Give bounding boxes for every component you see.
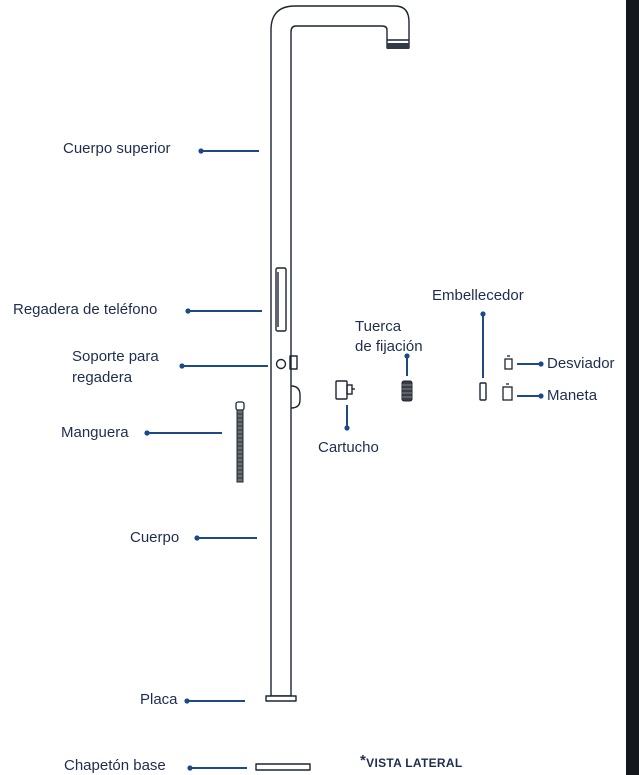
- label-placa: Placa: [140, 691, 178, 708]
- label-embellecedor: Embellecedor: [432, 287, 524, 304]
- placa-part: [265, 695, 297, 702]
- label-desviador: Desviador: [547, 355, 615, 372]
- label-cartucho: Cartucho: [318, 439, 379, 456]
- label-cuerpo-superior: Cuerpo superior: [63, 140, 171, 157]
- embellecedor-part: [479, 382, 487, 401]
- label-soporte-line1: Soporte para: [72, 348, 159, 365]
- leader-chapeton: [187, 765, 247, 771]
- label-regadera-telefono: Regadera de teléfono: [13, 301, 158, 318]
- leader-tuerca: [404, 353, 410, 376]
- label-tuerca-line2: de fijación: [355, 338, 423, 355]
- label-maneta: Maneta: [547, 387, 598, 404]
- valve-body-bump: [290, 385, 301, 409]
- leader-placa: [184, 698, 245, 704]
- chapeton-base-part: [255, 763, 311, 771]
- cartucho-part: [335, 380, 355, 400]
- shower-holder-bracket: [289, 355, 298, 370]
- leader-regadera-telefono: [185, 308, 262, 314]
- leader-cuerpo-superior: [198, 148, 259, 154]
- label-cuerpo: Cuerpo: [130, 529, 180, 546]
- label-soporte-line2: regadera: [72, 369, 133, 386]
- label-chapeton-base: Chapetón base: [64, 757, 166, 774]
- desviador-part: [504, 355, 513, 370]
- note-asterisk: *: [360, 752, 367, 769]
- shower-holder-ring: [275, 358, 287, 370]
- tuerca-part: [401, 380, 413, 402]
- leader-desviador: [517, 361, 544, 367]
- label-manguera: Manguera: [61, 424, 129, 441]
- right-edge-bar: [626, 0, 639, 775]
- maneta-part: [502, 383, 513, 401]
- hand-shower-part: [275, 267, 287, 332]
- leader-maneta: [517, 393, 544, 399]
- leader-soporte: [179, 363, 268, 369]
- hose-part: [235, 401, 245, 483]
- leader-embellecedor: [480, 311, 486, 378]
- vista-lateral-note: *VISTA LATERAL: [360, 752, 462, 770]
- spout-nozzle: [387, 43, 409, 49]
- leader-cuerpo: [194, 535, 257, 541]
- leader-manguera: [144, 430, 222, 436]
- label-tuerca-line1: Tuerca: [355, 318, 402, 335]
- leader-cartucho: [344, 405, 350, 431]
- note-text: VISTA LATERAL: [366, 756, 463, 770]
